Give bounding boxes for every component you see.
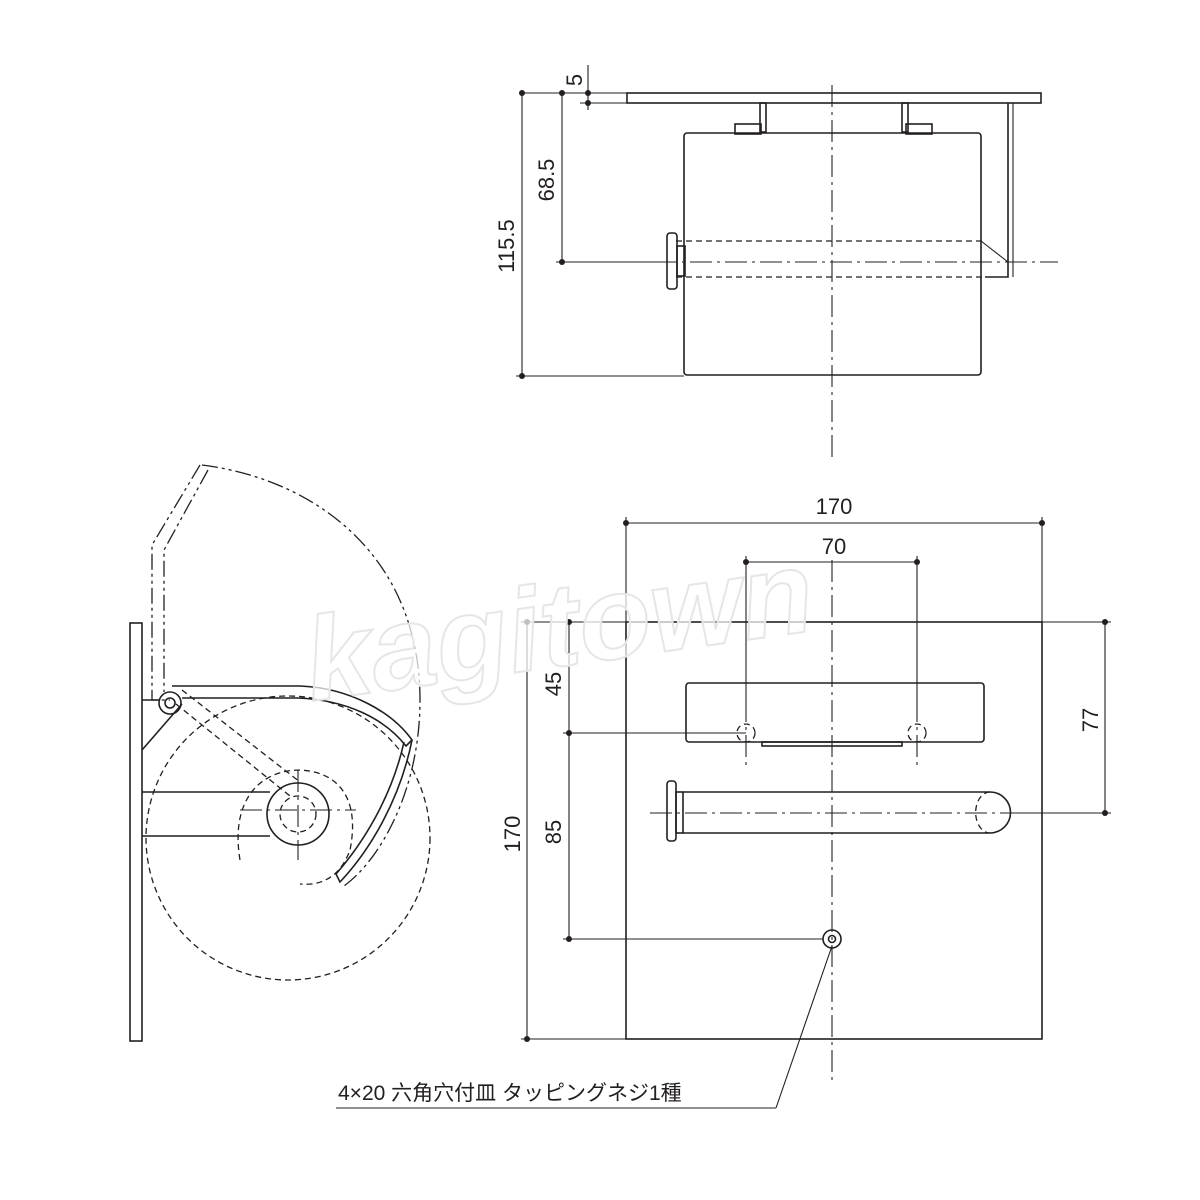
top-bracket-right bbox=[905, 123, 933, 135]
dim-hole-pitch: 70 bbox=[822, 534, 846, 559]
side-paper-roll bbox=[145, 695, 431, 981]
screw-note: 4×20 六角穴付皿 タッピングネジ1種 bbox=[338, 1082, 682, 1105]
top-stem-left bbox=[759, 102, 767, 133]
front-view: 170 70 170 45 85 77 4×20 bbox=[336, 494, 1111, 1109]
top-stem-right bbox=[901, 102, 909, 133]
front-back-plate bbox=[625, 621, 1043, 1040]
dim-axis-height: 68.5 bbox=[534, 159, 559, 202]
side-hinge bbox=[158, 691, 182, 715]
top-shaft-knob bbox=[666, 232, 678, 290]
top-shaft-arm bbox=[985, 103, 1009, 278]
side-lid bbox=[172, 685, 414, 748]
top-view: 5 68.5 115.5 bbox=[494, 65, 1058, 460]
dim-width: 170 bbox=[816, 494, 853, 519]
dim-wall-gap: 5 bbox=[562, 74, 587, 86]
side-view bbox=[129, 464, 431, 1042]
dim-overall-depth: 115.5 bbox=[494, 219, 519, 272]
dim-holes-to-axis: 77 bbox=[1078, 708, 1103, 732]
side-lid-open bbox=[201, 464, 421, 887]
top-wall-plate bbox=[626, 92, 1042, 104]
side-wall-plate bbox=[129, 622, 143, 1042]
dim-holes-to-bottom-screw: 85 bbox=[541, 820, 566, 844]
dim-height: 170 bbox=[500, 816, 525, 853]
dim-top-to-holes: 45 bbox=[541, 672, 566, 696]
top-bracket-left bbox=[734, 123, 762, 135]
